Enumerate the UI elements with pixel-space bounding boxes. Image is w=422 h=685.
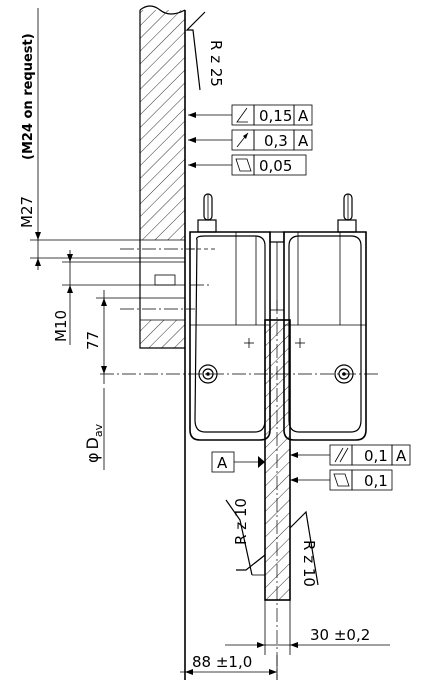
roughness-label-lower-right: R z 10 bbox=[300, 540, 318, 587]
diameter-prefix: φ bbox=[83, 452, 102, 463]
diameter-label: D bbox=[83, 437, 102, 449]
tolerance-frames-upper: 0,15 A 0,3 A 0,05 bbox=[188, 104, 313, 176]
svg-text:φDav: φDav bbox=[83, 423, 105, 463]
offset-label: 77 bbox=[84, 331, 102, 350]
mount-distance-dimension: 88 ±1,0 bbox=[180, 653, 278, 680]
flatness-icon bbox=[235, 158, 252, 172]
runout-value: 0,3 bbox=[264, 132, 288, 150]
disc-thickness-label: 30 ±0,2 bbox=[310, 626, 370, 644]
tolerance-frame-angularity: 0,15 A bbox=[231, 104, 313, 126]
roughness-symbol-lower-left: R z 10 bbox=[225, 498, 266, 576]
tolerance-frame-runout: 0,3 A bbox=[231, 129, 313, 151]
roughness-label-lower-left: R z 10 bbox=[232, 498, 250, 545]
offset-dimension-77: 77 bbox=[84, 290, 140, 384]
flatness-icon bbox=[333, 473, 350, 487]
disc-flatness-value: 0,1 bbox=[364, 472, 388, 490]
angularity-value: 0,15 bbox=[259, 107, 292, 125]
parallelism-icon bbox=[334, 447, 349, 463]
roughness-symbol-lower-right: R z 10 bbox=[289, 510, 319, 587]
thread-dimension-m10: M10 bbox=[52, 250, 140, 345]
thread-dimension-m27: M27 (M24 on request) bbox=[18, 8, 140, 270]
flatness-value: 0,05 bbox=[259, 157, 292, 175]
mounting-bracket-section bbox=[120, 5, 195, 680]
parallelism-datum: A bbox=[396, 447, 407, 465]
datum-label: A bbox=[217, 454, 228, 472]
angularity-datum: A bbox=[298, 107, 309, 125]
mount-distance-label: 88 ±1,0 bbox=[192, 653, 252, 671]
angularity-icon bbox=[236, 107, 248, 123]
disc-thickness-dimension: 30 ±0,2 bbox=[225, 600, 390, 655]
tolerance-frames-disc: 0,1 A 0,1 bbox=[290, 444, 411, 491]
caliper-body bbox=[100, 193, 380, 441]
tolerance-frame-flatness: 0,05 bbox=[231, 154, 307, 176]
diameter-subscript: av bbox=[92, 423, 105, 437]
runout-datum: A bbox=[298, 132, 309, 150]
roughness-label-upper: R z 25 bbox=[207, 40, 225, 87]
runout-icon bbox=[236, 132, 249, 148]
diameter-dimension: φDav bbox=[83, 388, 105, 470]
thread-main-label: M27 bbox=[18, 196, 36, 228]
tolerance-frame-disc-flatness: 0,1 bbox=[329, 469, 393, 491]
tolerance-frame-parallelism: 0,1 A bbox=[329, 444, 411, 466]
parallelism-value: 0,1 bbox=[364, 447, 388, 465]
brake-disc-section bbox=[264, 300, 291, 680]
roughness-symbol-upper: R z 25 bbox=[185, 11, 225, 91]
datum-feature: A bbox=[211, 451, 265, 473]
thread-note-label: (M24 on request) bbox=[21, 33, 36, 160]
thread-small-label: M10 bbox=[52, 310, 70, 342]
